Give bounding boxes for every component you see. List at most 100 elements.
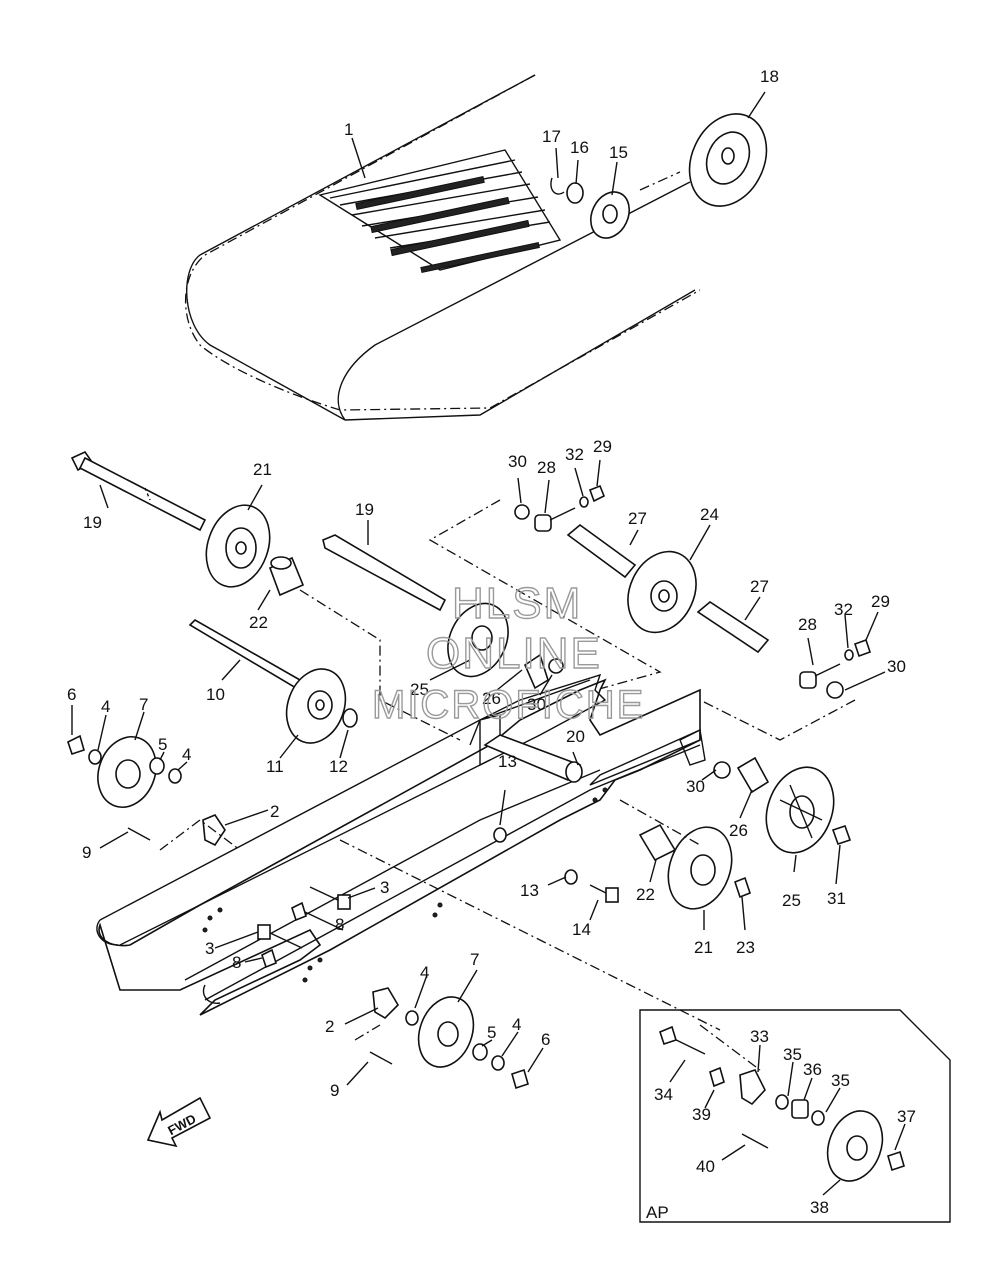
bushing-13-b [564, 869, 578, 885]
wheel-18 [688, 113, 768, 207]
callout-18: 18 [760, 67, 779, 86]
bolt-3-lower [267, 931, 303, 949]
collar-16 [566, 182, 584, 204]
callout-8: 8 [232, 953, 241, 972]
bracket-33 [739, 1069, 766, 1106]
collar-26-a [523, 653, 549, 690]
spacer-5-lower [472, 1043, 488, 1061]
callout-4: 4 [101, 697, 110, 716]
callout-9: 9 [82, 843, 91, 862]
watermark-line1: HLSM [452, 579, 582, 628]
callout-3: 3 [380, 878, 389, 897]
clip-17 [550, 177, 565, 195]
nut-6-upper [67, 734, 85, 756]
shaft-19-center [322, 534, 447, 612]
callout-26: 26 [729, 821, 748, 840]
callout-32: 32 [834, 600, 853, 619]
watermark: HLSM ONLINE MICROFICHE [371, 578, 645, 727]
callout-6: 6 [67, 685, 76, 704]
bolt-40 [741, 1133, 769, 1149]
callout-32: 32 [565, 445, 584, 464]
bolt-3-lower-head [257, 924, 271, 940]
leader-lines [71, 91, 906, 1196]
callout-35: 35 [783, 1045, 802, 1064]
wheel-7-lower [417, 996, 475, 1068]
wheel-21-right [667, 826, 733, 910]
washer-35-a [775, 1094, 789, 1110]
callout-39: 39 [692, 1105, 711, 1124]
callout-12: 12 [329, 757, 348, 776]
callout-4: 4 [512, 1015, 521, 1034]
bracket-2-lower [372, 987, 400, 1020]
callout-29: 29 [593, 437, 612, 456]
washer-30-a [514, 504, 530, 520]
callout-30: 30 [887, 657, 906, 676]
wheel-25-right [765, 766, 835, 854]
watermark-line3: MICROFICHE [372, 683, 645, 727]
wheel-7-upper [97, 736, 157, 808]
nut-31 [831, 824, 852, 846]
callout-5: 5 [158, 735, 167, 754]
wheel-24 [627, 550, 697, 634]
callout-25: 25 [410, 680, 429, 699]
callout-22: 22 [249, 613, 268, 632]
callout-6: 6 [541, 1030, 550, 1049]
callout-40: 40 [696, 1157, 715, 1176]
washer-4-upper-a [88, 749, 102, 765]
callout-27: 27 [628, 509, 647, 528]
callout-37: 37 [897, 1107, 916, 1126]
callout-30: 30 [686, 777, 705, 796]
callout-28: 28 [537, 458, 556, 477]
callout-2: 2 [325, 1017, 334, 1036]
callout-23: 23 [736, 938, 755, 957]
bolt-3-upper [309, 886, 343, 903]
callout-1: 1 [344, 120, 353, 139]
callout-26: 26 [482, 689, 501, 708]
callout-24: 24 [700, 505, 719, 524]
fwd-arrow: FWD [146, 1096, 212, 1148]
callout-15: 15 [609, 143, 628, 162]
callout-4: 4 [182, 745, 191, 764]
washer-4-upper-b [168, 768, 182, 784]
nut-8-upper [291, 901, 307, 922]
callout-30: 30 [508, 452, 527, 471]
washer-30-b [826, 681, 844, 699]
callout-31: 31 [827, 889, 846, 908]
collar-36 [791, 1099, 809, 1119]
spacer-5-upper [149, 757, 165, 775]
track-cleats [318, 149, 562, 274]
callouts: 1 2 2 3 3 4 4 4 4 5 5 6 6 7 7 8 8 9 9 10… [67, 67, 916, 1217]
bushing-13-a [493, 827, 507, 843]
callout-3: 3 [205, 939, 214, 958]
callout-36: 36 [803, 1060, 822, 1079]
callout-28: 28 [798, 615, 817, 634]
shaft-19-left [70, 450, 207, 532]
callout-13: 13 [498, 752, 517, 771]
callout-4: 4 [420, 963, 429, 982]
callout-25: 25 [782, 891, 801, 910]
collar-22-right [638, 823, 677, 862]
shaft-10 [188, 619, 302, 690]
callout-33: 33 [750, 1027, 769, 1046]
callout-17: 17 [542, 127, 561, 146]
collar-22-left [268, 556, 305, 597]
callout-7: 7 [470, 950, 479, 969]
callout-22: 22 [636, 885, 655, 904]
callout-9: 9 [330, 1081, 339, 1100]
washer-32-b [844, 649, 854, 661]
spacer-27-upper [566, 523, 637, 579]
bolt-28-upper [534, 507, 576, 532]
clip-12 [342, 708, 358, 728]
nut-37 [887, 1150, 905, 1172]
callout-35: 35 [831, 1071, 850, 1090]
nut-29-b [853, 638, 872, 658]
washer-30-c [548, 658, 564, 674]
bolt-28-lower [799, 663, 841, 689]
callout-20: 20 [566, 727, 585, 746]
bolt-34-head [659, 1025, 677, 1046]
callout-27: 27 [750, 577, 769, 596]
washer-4-lower-a [405, 1010, 419, 1026]
nut-23 [734, 876, 751, 899]
callout-10: 10 [206, 685, 225, 704]
